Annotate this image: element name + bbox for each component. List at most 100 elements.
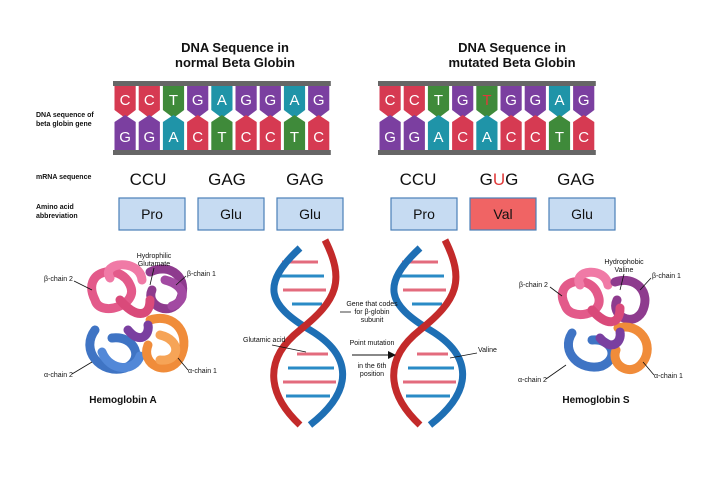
normal-bottom-base — [283, 115, 306, 150]
normal-bottom-base-letter: C — [241, 129, 252, 146]
hbs-beta2-label: β-chain 2 — [519, 282, 548, 289]
normal-bottom-backbone — [113, 150, 331, 155]
mutated-top-backbone — [378, 81, 596, 86]
mutated-top-base-letter: A — [554, 92, 564, 109]
normal-top-base-letter: C — [120, 92, 131, 109]
mutated-top-base — [403, 86, 425, 118]
normal-bottom-base — [235, 115, 257, 150]
normal-top-base-letter: G — [192, 92, 204, 109]
gene-label-1: Gene that codes — [346, 301, 398, 308]
dna-double-helix-left — [270, 238, 347, 428]
hba-hydrophilic-label-1: Hydrophilic — [137, 253, 172, 260]
normal-codon: GAG — [208, 170, 246, 189]
normal-bottom-base-letter: C — [192, 129, 203, 146]
normal-bottom-base — [211, 115, 233, 150]
mutated-bottom-base — [379, 115, 401, 150]
codon-part: G — [480, 170, 493, 189]
normal-amino-acid-label: Glu — [299, 206, 321, 222]
mutated-bottom-base-letter: A — [482, 129, 492, 146]
mutated-codon: CCU — [400, 170, 437, 189]
codon-part: GAG — [557, 170, 595, 189]
point-mutation-label-2: in the 6th — [358, 363, 387, 370]
normal-title-line1: DNA Sequence in — [181, 40, 289, 55]
codon-part: CCU — [400, 170, 437, 189]
mutated-bottom-base — [427, 115, 450, 150]
mutated-top-base — [548, 86, 571, 118]
normal-bottom-base-letter: G — [119, 129, 131, 146]
normal-top-base-letter: A — [289, 92, 299, 109]
normal-top-base — [138, 86, 160, 118]
hbs-alpha2-label: α-chain 2 — [518, 377, 547, 384]
mutated-top-base-letter: G — [457, 92, 469, 109]
mutated-bottom-base-letter: T — [555, 129, 564, 146]
hba-hydrophilic-label-2: Glutamate — [138, 261, 170, 268]
normal-bottom-base-letter: C — [313, 129, 324, 146]
normal-bottom-base-letter: G — [143, 129, 155, 146]
normal-amino-acid-label: Glu — [220, 206, 242, 222]
mutated-amino-acid-label: Val — [493, 206, 512, 222]
normal-top-base — [187, 86, 209, 118]
normal-codon: GAG — [286, 170, 324, 189]
mutated-top-base — [524, 86, 546, 118]
mutated-bottom-base — [452, 115, 474, 150]
normal-bottom-base — [308, 115, 330, 150]
aa-row-label-line2: abbreviation — [36, 213, 78, 220]
normal-amino-acid-label: Pro — [141, 206, 163, 222]
mutated-bottom-base-letter: G — [384, 129, 396, 146]
mutated-top-base-letter: C — [385, 92, 396, 109]
valine-label: Valine — [478, 347, 497, 354]
mutated-bottom-base — [476, 115, 498, 150]
normal-top-base-letter: T — [169, 92, 178, 109]
normal-top-base — [114, 86, 136, 118]
hbs-hydrophobic-label-2: Valine — [615, 267, 634, 274]
normal-bottom-base-letter: A — [168, 129, 178, 146]
mutated-top-base — [476, 86, 498, 118]
point-mutation-label-1: Point mutation — [350, 340, 395, 347]
mutated-top-base — [573, 86, 595, 118]
mutated-top-base-letter: G — [505, 92, 517, 109]
mutated-title-line2: mutated Beta Globin — [448, 55, 575, 70]
normal-bottom-base — [138, 115, 160, 150]
dna-row-label-line2: beta globin gene — [36, 121, 92, 128]
normal-top-base-letter: C — [144, 92, 155, 109]
mutated-bottom-base-letter: C — [506, 129, 517, 146]
codon-part: U — [493, 170, 505, 189]
mutated-top-base-letter: G — [529, 92, 541, 109]
mutated-mrna-codons: CCU GUG GAG — [400, 170, 595, 189]
mutated-top-base — [500, 86, 522, 118]
normal-title-line2: normal Beta Globin — [175, 55, 295, 70]
normal-top-base-letter: A — [217, 92, 227, 109]
hba-beta2-label: β-chain 2 — [44, 276, 73, 283]
mutated-bottom-base — [403, 115, 425, 150]
normal-bottom-base — [259, 115, 281, 150]
mutated-bottom-base — [500, 115, 522, 150]
mutated-bottom-backbone — [378, 150, 596, 155]
normal-bottom-base-letter: C — [265, 129, 276, 146]
mutated-codon: GUG — [480, 170, 519, 189]
mrna-row-label: mRNA sequence — [36, 174, 91, 181]
mutated-amino-acid-box — [390, 197, 458, 231]
mutated-title-line1: DNA Sequence in — [458, 40, 566, 55]
normal-top-base — [211, 86, 233, 118]
normal-top-base — [235, 86, 257, 118]
normal-amino-acid-box — [118, 197, 186, 231]
dna-double-helix-right — [390, 238, 467, 428]
normal-top-base — [259, 86, 281, 118]
mutated-amino-acid-label: Pro — [413, 206, 435, 222]
hemoglobin-s-name: Hemoglobin S — [562, 395, 630, 406]
normal-bottom-base-letter: T — [290, 129, 299, 146]
mutated-amino-acid-box — [469, 197, 537, 231]
hemoglobin-a-illustration: Hydrophilic Glutamate β-chain 1 β-chain … — [44, 253, 217, 406]
gene-label-2: for β-globin — [354, 309, 389, 316]
mutated-top-base — [427, 86, 450, 118]
mutated-bottom-base-letter: C — [457, 129, 468, 146]
normal-amino-acid-box — [197, 197, 265, 231]
mutated-top-base-letter: T — [482, 92, 491, 109]
mutated-bottom-base-letter: C — [578, 129, 589, 146]
hba-alpha2-label: α-chain 2 — [44, 372, 73, 379]
